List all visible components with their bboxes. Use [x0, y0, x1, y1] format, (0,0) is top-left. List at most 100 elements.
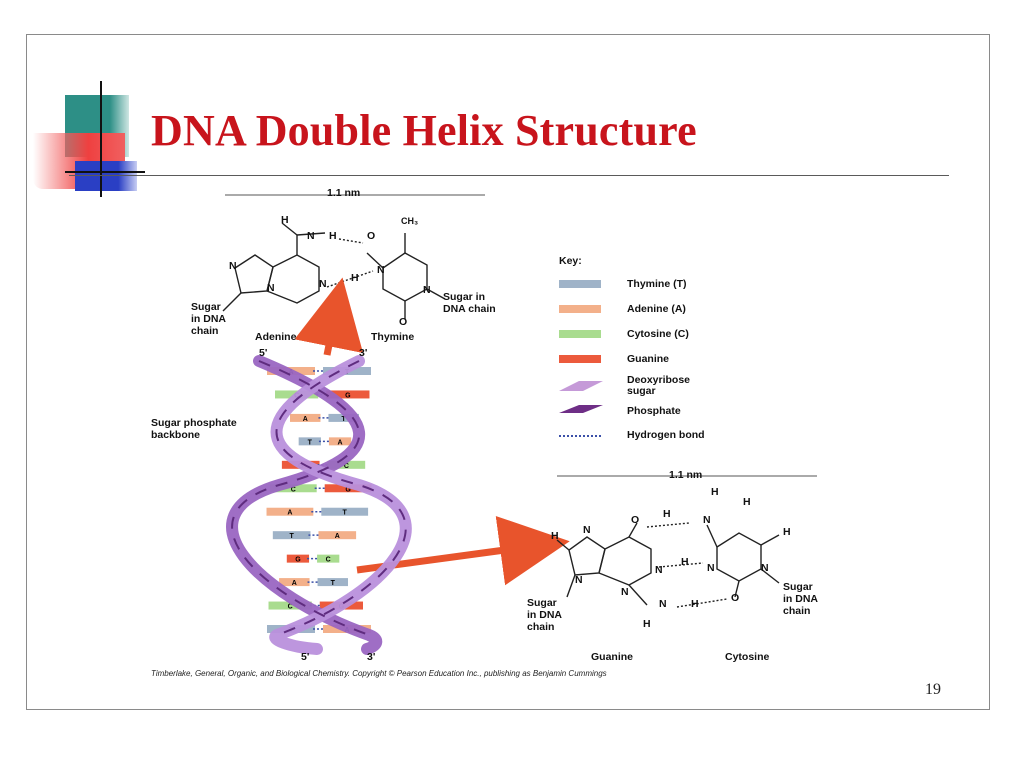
atom-n: N: [703, 514, 711, 526]
atom-n: N: [575, 574, 583, 586]
helix-base-letter-left: A: [292, 580, 297, 587]
helix-rung-left: [266, 507, 314, 516]
helix-base-letter-left: A: [287, 510, 292, 517]
key-swatches: [559, 280, 603, 437]
key-thymine: Thymine (T): [627, 278, 687, 290]
helix-base-letter-right: C: [344, 463, 349, 470]
bottom-measure-label: 1.1 nm: [669, 469, 703, 481]
atom-n: N: [377, 264, 385, 276]
helix-base-letter-right: G: [345, 392, 351, 399]
helix-base-letter-right: C: [326, 557, 331, 564]
slide-title: DNA Double Helix Structure: [151, 106, 697, 155]
guanine-label: Guanine: [591, 651, 634, 663]
atom-n: N: [761, 562, 769, 574]
atom-h: H: [281, 214, 289, 226]
top-right-sugar-label: Sugar in DNA chain: [443, 291, 496, 315]
atom-n: N: [267, 282, 275, 294]
helix-base-letter-left: G: [295, 557, 301, 564]
adenine-label: Adenine: [255, 331, 297, 343]
atom-n: N: [423, 284, 431, 296]
bottom-left-end-label: 5': [301, 651, 310, 663]
atom-o: O: [399, 316, 408, 328]
helix-base-letter-right: T: [343, 510, 348, 517]
arrow-to-top-pair: [294, 277, 364, 356]
page-number: 19: [925, 681, 941, 698]
slide: DNA Double Helix Structure: [26, 34, 990, 710]
key-hydrogen-bond: Hydrogen bond: [627, 429, 705, 441]
atom-h: H: [351, 272, 359, 284]
atom-h: H: [743, 496, 751, 508]
atom-n: N: [707, 562, 715, 574]
bottom-left-sugar-label: Sugar in DNA chain: [527, 597, 562, 633]
key-heading: Key:: [559, 255, 582, 267]
atom-h: H: [551, 530, 559, 542]
top-left-sugar-label: Sugar in DNA chain: [191, 301, 226, 337]
helix-rung-left: [298, 437, 321, 446]
helix-rung-right: [327, 460, 366, 469]
top-right-end-label: 3': [359, 347, 368, 359]
atom-h: H: [783, 526, 791, 538]
atom-h: H: [663, 508, 671, 520]
helix-rung-right: [317, 554, 340, 563]
helix-base-letter-left: T: [308, 439, 313, 446]
top-measure-label: 1.1 nm: [327, 187, 361, 199]
backbone-label: Sugar phosphate backbone: [151, 417, 237, 441]
atom-o: O: [731, 592, 740, 604]
atom-h: H: [691, 598, 699, 610]
helix-rung-right: [317, 578, 349, 587]
key-phosphate: Phosphate: [627, 405, 681, 417]
key-cytosine: Cytosine (C): [627, 328, 689, 340]
helix-rung-left: [269, 484, 317, 493]
helix-base-letter-left: C: [288, 604, 293, 611]
helix-base-letter-left: C: [291, 486, 296, 493]
helix-rung-left: [286, 554, 310, 563]
citation: Timberlake, General, Organic, and Biolog…: [151, 669, 607, 678]
helix-rung-right: [328, 437, 352, 446]
helix-base-letter-right: T: [342, 416, 347, 423]
bottom-right-sugar-label: Sugar in DNA chain: [783, 581, 818, 617]
cytosine-structure: [706, 524, 780, 598]
thymine-label: Thymine: [371, 331, 415, 343]
atom-o: O: [367, 230, 376, 242]
key-guanine: Guanine: [627, 353, 670, 365]
helix-rung-left: [279, 578, 310, 587]
helix-rung-right: [324, 484, 372, 493]
atom-n: N: [319, 278, 327, 290]
atom-h: H: [643, 618, 651, 630]
atom-n: N: [655, 564, 663, 576]
helix-base-letter-right: A: [335, 533, 340, 540]
top-left-end-label: 5': [259, 347, 268, 359]
key-adenine: Adenine (A): [627, 303, 686, 315]
helix-base-letter-right: A: [338, 439, 343, 446]
atom-n: N: [583, 524, 591, 536]
atom-n: N: [659, 598, 667, 610]
helix-base-letter-left: A: [303, 416, 308, 423]
title-underline: [69, 175, 949, 176]
bottom-right-end-label: 3': [367, 651, 376, 663]
decor-blue-square: [75, 161, 137, 191]
helix-rung-left: [272, 531, 311, 540]
helix-base-letter-left: T: [290, 533, 295, 540]
helix-rung-right: [321, 507, 369, 516]
atom-n: N: [621, 586, 629, 598]
helix-base-letter-right: G: [345, 486, 351, 493]
methyl-label: CH₃: [401, 216, 419, 226]
atom-n: N: [229, 260, 237, 272]
atom-h: H: [329, 230, 337, 242]
decor-cross-horizontal: [65, 171, 145, 173]
key-deoxyribose: Deoxyribose sugar: [627, 374, 691, 397]
helix-rung-right: [326, 390, 370, 399]
atom-n: N: [307, 230, 315, 242]
thymine-structure: [366, 233, 446, 319]
decor-cross-vertical: [100, 81, 102, 197]
helix-base-letter-right: T: [331, 580, 336, 587]
atom-h: H: [681, 556, 689, 568]
helix-rung-left: [289, 413, 321, 422]
helix-rung-right: [328, 413, 359, 422]
guanine-structure: [556, 522, 652, 606]
atom-h: H: [711, 486, 719, 498]
cytosine-label: Cytosine: [725, 651, 770, 663]
atom-o: O: [631, 514, 640, 526]
helix-rung-left: [268, 601, 312, 610]
